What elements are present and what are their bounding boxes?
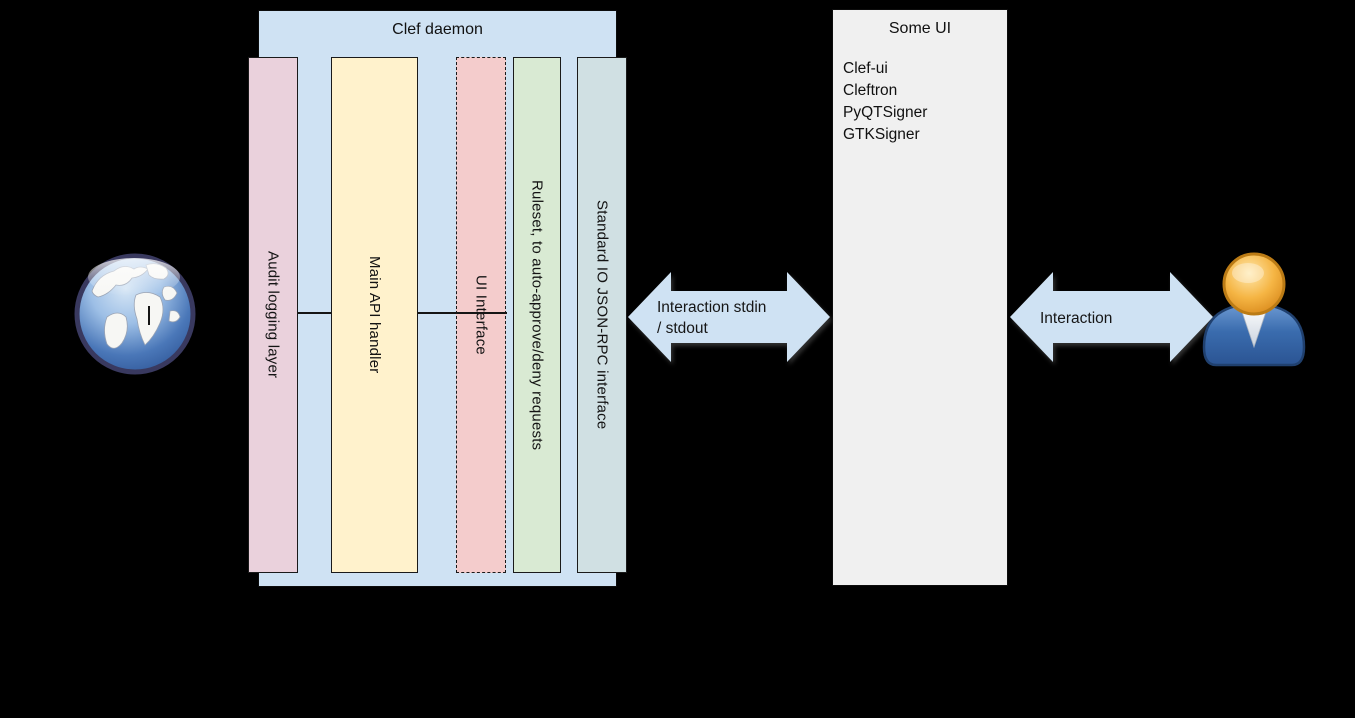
connector-line-api-ui bbox=[418, 312, 507, 314]
arrow-stdio-label-line1: Interaction stdin bbox=[657, 299, 767, 316]
layer-stdio-jsonrpc-label: Standard IO JSON-RPC interface bbox=[593, 200, 611, 430]
some-ui-item-gtksigner: GTKSigner bbox=[843, 126, 920, 143]
layer-ui-interface: UI Interface bbox=[456, 57, 506, 573]
arrow-stdio bbox=[628, 272, 830, 362]
arrow-stdio-shape bbox=[628, 272, 830, 362]
layer-stdio-jsonrpc: Standard IO JSON-RPC interface bbox=[577, 57, 627, 573]
clef-daemon-box bbox=[258, 10, 617, 587]
arrow-user-interaction bbox=[1010, 272, 1213, 362]
globe-icon bbox=[74, 253, 196, 375]
layer-ruleset: Ruleset, to auto-approve/deny requests bbox=[513, 57, 561, 573]
user-icon bbox=[1202, 252, 1306, 367]
arrow-user-interaction-label: Interaction bbox=[1040, 310, 1113, 327]
clef-daemon-title: Clef daemon bbox=[392, 21, 483, 38]
layer-audit-logging: Audit logging layer bbox=[248, 57, 298, 573]
layer-audit-logging-label: Audit logging layer bbox=[264, 251, 282, 379]
layer-main-api-handler-label: Main API handler bbox=[366, 256, 383, 374]
arrow-stdio-label-line2: / stdout bbox=[657, 320, 708, 337]
layer-ruleset-label: Ruleset, to auto-approve/deny requests bbox=[528, 179, 546, 451]
layer-ui-interface-label: UI Interface bbox=[472, 275, 490, 355]
arrow-stdio-label: Interaction stdin / stdout bbox=[657, 297, 766, 339]
arrow-user-interaction-shape bbox=[1010, 272, 1213, 362]
connector-line-globe bbox=[148, 306, 150, 325]
some-ui-title: Some UI bbox=[888, 20, 952, 37]
layer-main-api-handler: Main API handler bbox=[331, 57, 418, 573]
some-ui-item-pyqtsigner: PyQTSigner bbox=[843, 104, 928, 121]
connector-line-audit-api bbox=[298, 312, 331, 314]
some-ui-box bbox=[832, 9, 1008, 586]
some-ui-list: Clef-ui Cleftron PyQTSigner GTKSigner bbox=[843, 58, 927, 146]
some-ui-item-cleftron: Cleftron bbox=[843, 82, 898, 99]
some-ui-item-clef-ui: Clef-ui bbox=[843, 60, 888, 77]
